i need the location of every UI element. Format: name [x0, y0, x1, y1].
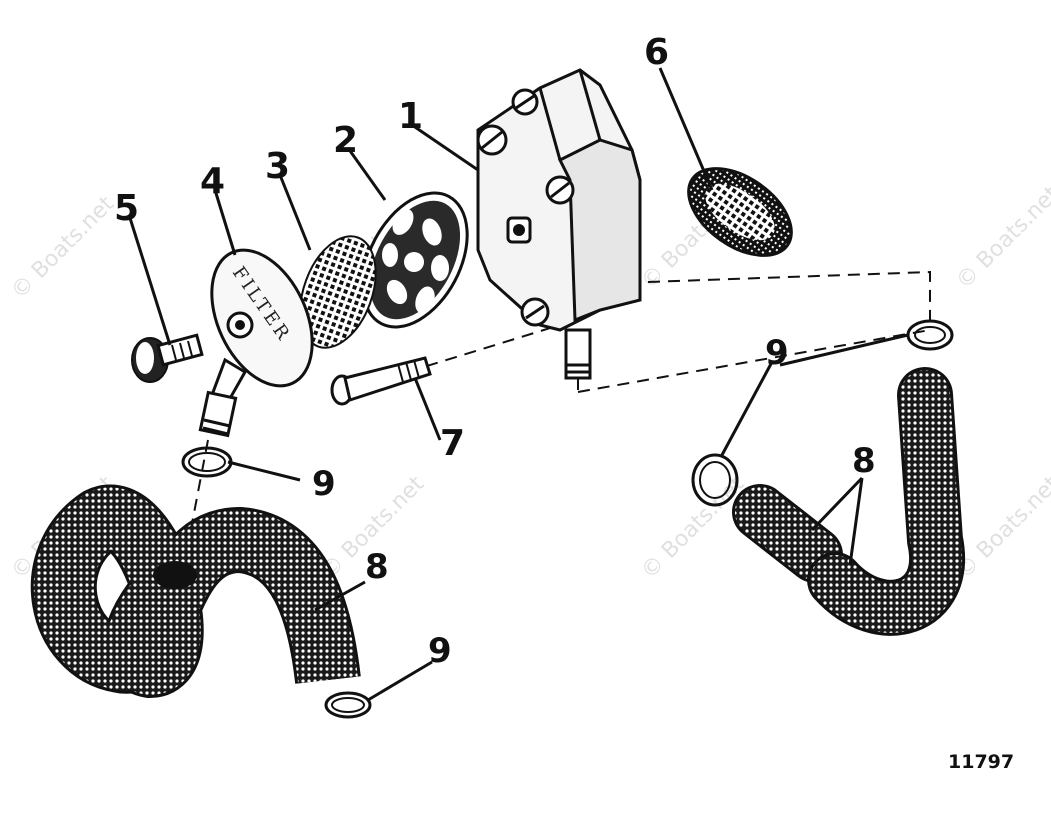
filter-screen — [299, 235, 377, 349]
clamp-right-lower — [691, 453, 739, 507]
watermark-text: © Boats.net — [7, 191, 120, 304]
hose-left — [30, 484, 361, 699]
callout-thumb-screw: 5 — [114, 188, 139, 229]
clamp-right-upper — [906, 319, 954, 351]
callout-clamp-bottom: 9 — [428, 631, 452, 671]
callout-screen: 3 — [265, 146, 290, 187]
callouts: 1 2 3 4 5 6 7 9 8 9 9 8 — [114, 32, 876, 671]
fuel-pump-body — [476, 68, 642, 380]
callout-bolt: 7 — [440, 423, 465, 464]
callout-hoses-right: 8 — [852, 441, 876, 481]
thumb-screw — [131, 333, 204, 383]
callout-hose-left: 8 — [365, 547, 389, 587]
callout-gasket-plate: 2 — [333, 120, 358, 161]
watermark-text: © Boats.net — [952, 181, 1051, 294]
leader-lines — [128, 67, 909, 702]
hose-right-short — [732, 484, 843, 583]
figure-number: 11797 — [948, 751, 1014, 773]
callout-gasket: 6 — [644, 32, 669, 73]
clamp-left — [181, 446, 233, 478]
callout-pump-body: 1 — [398, 96, 423, 137]
clamp-bottom — [324, 691, 372, 719]
watermark-text: © Boats.net — [952, 471, 1051, 584]
filter-cover: FILTER — [198, 248, 314, 438]
gasket — [687, 167, 793, 257]
bolt — [330, 356, 432, 406]
callout-clamp-left: 9 — [312, 464, 336, 504]
callout-filter-cover: 4 — [200, 161, 225, 202]
callout-clamps-right: 9 — [765, 333, 789, 373]
hose-right-long — [807, 367, 965, 636]
gasket-plate — [361, 191, 469, 329]
